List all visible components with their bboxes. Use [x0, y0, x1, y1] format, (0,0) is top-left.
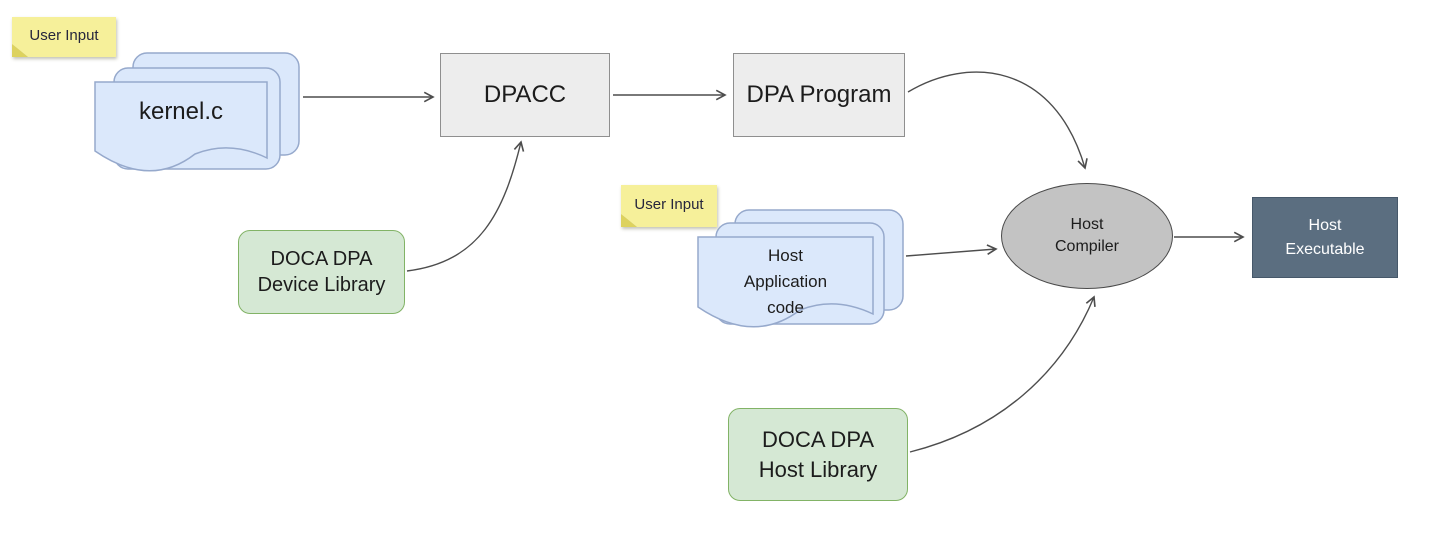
sticky-note-user-input-1: User Input [12, 17, 116, 57]
node-doca-dpa-device-library: DOCA DPA Device Library [238, 230, 405, 314]
node-host-executable: Host Executable [1252, 197, 1398, 278]
dpacc-label: DPACC [483, 81, 567, 108]
sticky-note-paper [621, 185, 717, 227]
arrow-dpa-program-to-host-compiler [907, 71, 1088, 170]
host-application-code-stack: Host Application code [696, 206, 912, 338]
document-shape-front [94, 81, 268, 172]
sticky-note-label: User Input [29, 26, 99, 44]
document-shape-front [697, 236, 874, 328]
arrow-host-app-to-host-compiler [905, 244, 998, 257]
device-library-label: DOCA DPA Device Library [257, 248, 386, 296]
node-dpa-program: DPA Program [733, 53, 905, 137]
node-dpacc: DPACC [440, 53, 610, 137]
sticky-note-label: User Input [634, 195, 704, 213]
host-compiler-label: Host Compiler [1054, 216, 1119, 255]
arrow-host-library-to-host-compiler [909, 295, 1096, 453]
sticky-note-paper [12, 17, 116, 57]
arrow-device-library-to-dpacc [406, 140, 525, 272]
sticky-note-user-input-2: User Input [621, 185, 717, 227]
node-doca-dpa-host-library: DOCA DPA Host Library [728, 408, 908, 501]
dpa-program-label: DPA Program [746, 81, 892, 108]
host-library-label: DOCA DPA Host Library [758, 426, 878, 482]
kernel-source-label: kernel.c [138, 98, 224, 125]
host-application-documents [697, 209, 904, 328]
kernel-source-documents [94, 52, 300, 172]
host-application-code-label: Host Application code [743, 246, 828, 317]
kernel-source-stack: kernel.c [93, 51, 305, 181]
host-executable-label: Host Executable [1285, 216, 1365, 258]
node-host-compiler: Host Compiler [1001, 183, 1173, 289]
